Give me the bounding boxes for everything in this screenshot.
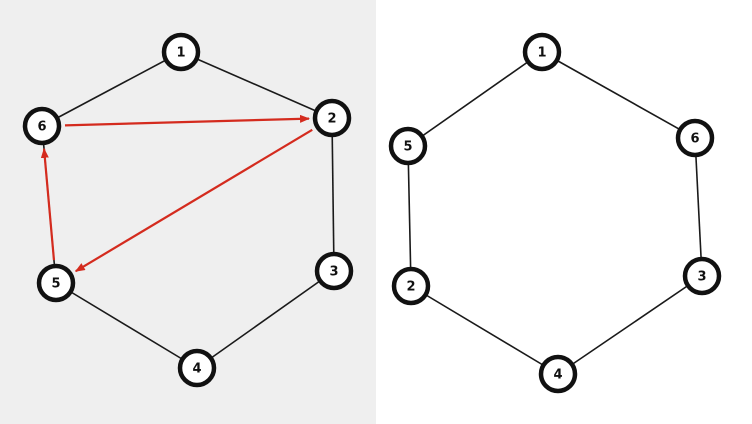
node-5: 5 xyxy=(36,263,76,303)
node-label: 5 xyxy=(403,140,412,155)
node-circle xyxy=(538,354,578,394)
node-label: 4 xyxy=(553,368,562,383)
node-4: 4 xyxy=(177,348,217,388)
node-circle xyxy=(682,256,722,296)
node-circle xyxy=(314,251,354,291)
node-label: 3 xyxy=(329,265,338,280)
node-circle xyxy=(388,126,428,166)
left-hexagon-graph: 1 2 3 4 5 6 xyxy=(22,32,354,388)
node-circle xyxy=(177,348,217,388)
edge-n1-n2 xyxy=(180,51,333,119)
node-label: 2 xyxy=(406,280,415,295)
edge-n6-n3 xyxy=(694,137,703,277)
node-circle xyxy=(22,106,62,146)
node-circle xyxy=(675,118,715,158)
node-1: 1 xyxy=(522,32,562,72)
node-3: 3 xyxy=(682,256,722,296)
edge-n4-n2 xyxy=(410,285,559,375)
node-label: 6 xyxy=(37,120,46,135)
edge-n1-n6 xyxy=(541,51,696,139)
node-circle xyxy=(312,98,352,138)
node-1: 1 xyxy=(161,32,201,72)
arrow-n5-to-n6 xyxy=(40,147,56,261)
node-circle xyxy=(522,32,562,72)
node-label: 3 xyxy=(697,270,706,285)
node-5: 5 xyxy=(388,126,428,166)
right-hexagon-graph: 1 6 3 4 2 5 xyxy=(388,32,722,394)
node-3: 3 xyxy=(314,251,354,291)
edge-n2-n3 xyxy=(331,117,335,272)
node-label: 2 xyxy=(327,112,336,127)
node-4: 4 xyxy=(538,354,578,394)
node-label: 4 xyxy=(192,362,201,377)
arrow-n6-to-n2 xyxy=(64,114,311,127)
edge-n6-n1 xyxy=(41,51,182,127)
node-circle xyxy=(391,266,431,306)
node-circle xyxy=(36,263,76,303)
node-label: 6 xyxy=(690,132,699,147)
edge-n4-n5 xyxy=(55,282,198,369)
edge-n3-n4 xyxy=(196,270,335,369)
node-2: 2 xyxy=(312,98,352,138)
arrow-n2-to-n5 xyxy=(74,128,313,273)
edge-n2-n5 xyxy=(407,145,412,287)
node-circle xyxy=(161,32,201,72)
node-label: 1 xyxy=(537,46,546,61)
node-6: 6 xyxy=(22,106,62,146)
node-label: 1 xyxy=(176,46,185,61)
node-label: 5 xyxy=(51,277,60,292)
right-panel-background xyxy=(376,0,752,424)
node-2: 2 xyxy=(391,266,431,306)
edge-n5-n1 xyxy=(407,51,543,147)
node-6: 6 xyxy=(675,118,715,158)
edge-n3-n4 xyxy=(557,275,703,375)
